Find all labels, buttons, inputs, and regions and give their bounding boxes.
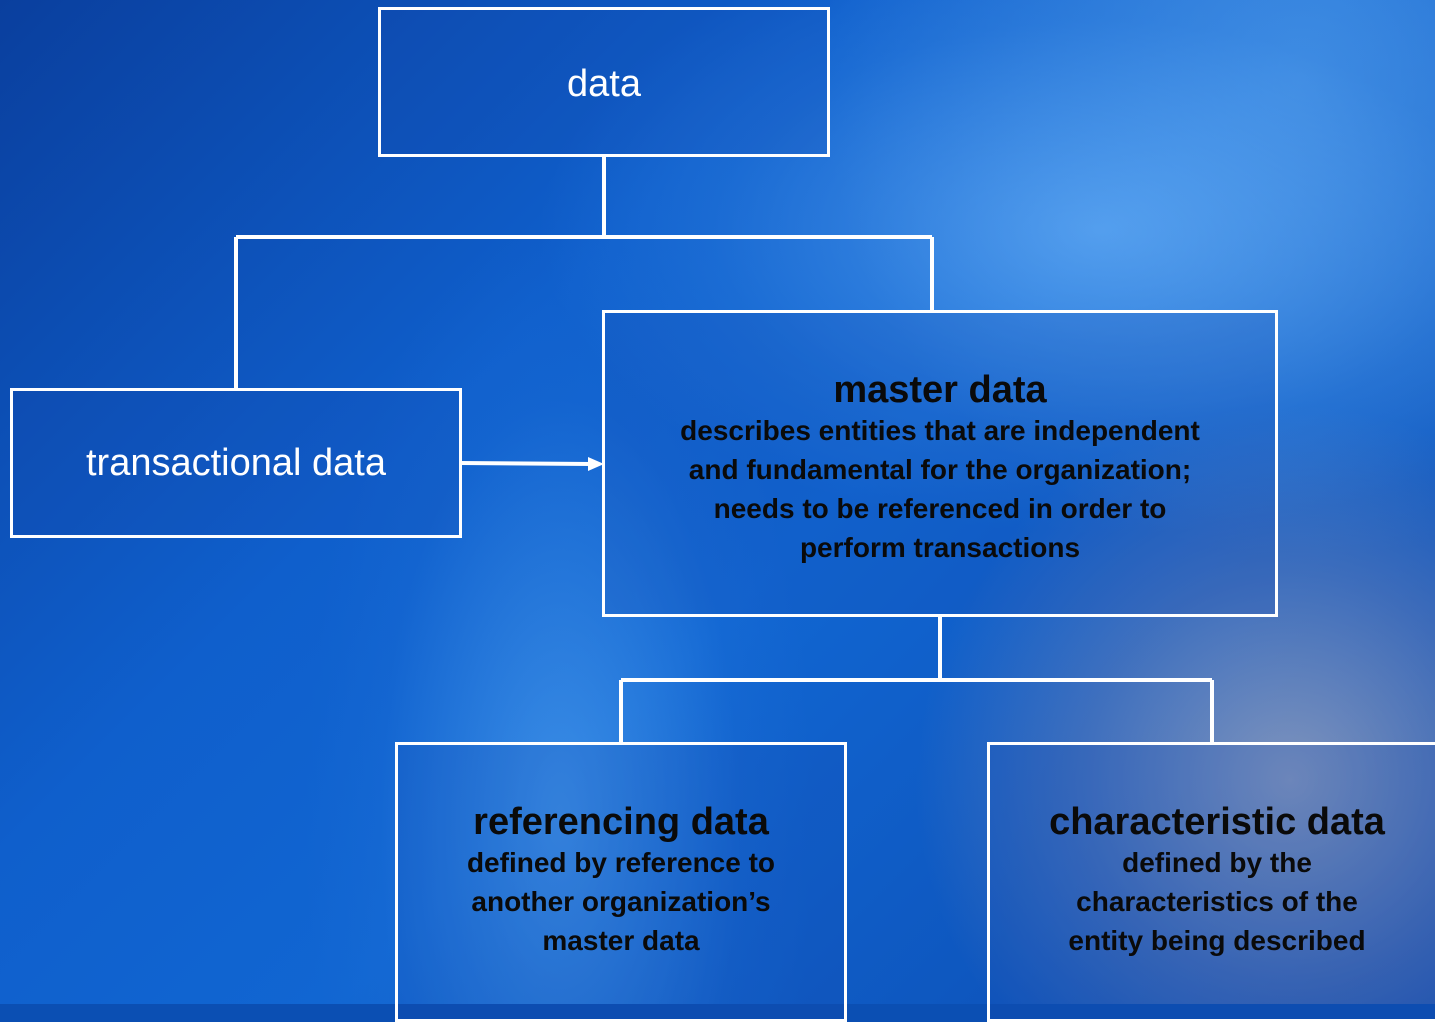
arrow-transactional-to-master bbox=[459, 461, 593, 466]
node-transactional-data-label: transactional data bbox=[86, 441, 386, 484]
node-characteristic-data-title: characteristic data bbox=[1049, 801, 1385, 843]
node-characteristic-data-desc-line-2: characteristics of the bbox=[1076, 886, 1358, 917]
node-data: data bbox=[378, 7, 830, 157]
node-data-label: data bbox=[567, 62, 641, 105]
node-master-data-desc-line-3: needs to be referenced in order to bbox=[713, 493, 1167, 524]
node-referencing-data-title: referencing data bbox=[473, 801, 769, 843]
node-referencing-data-desc-line-3: master data bbox=[542, 925, 700, 956]
node-master-data: master data describes entities that are … bbox=[602, 310, 1278, 617]
node-characteristic-data-desc-line-1: defined by the bbox=[1122, 847, 1312, 878]
node-transactional-data: transactional data bbox=[10, 388, 462, 538]
node-referencing-data-desc-line-1: defined by reference to bbox=[466, 847, 776, 878]
node-referencing-data-desc-line-2: another organization’s bbox=[471, 886, 771, 917]
arrow-head bbox=[588, 457, 604, 471]
node-master-data-desc-line-1: describes entities that are independent bbox=[680, 415, 1200, 446]
node-characteristic-data-desc-line-3: entity being described bbox=[1068, 925, 1366, 956]
node-master-data-desc-line-2: and fundamental for the organization; bbox=[688, 454, 1192, 485]
node-master-data-title: master data bbox=[833, 369, 1047, 411]
node-master-data-desc-line-4: perform transactions bbox=[799, 532, 1081, 563]
node-characteristic-data: characteristic data defined by the chara… bbox=[987, 742, 1435, 1022]
node-referencing-data: referencing data defined by reference to… bbox=[395, 742, 847, 1022]
